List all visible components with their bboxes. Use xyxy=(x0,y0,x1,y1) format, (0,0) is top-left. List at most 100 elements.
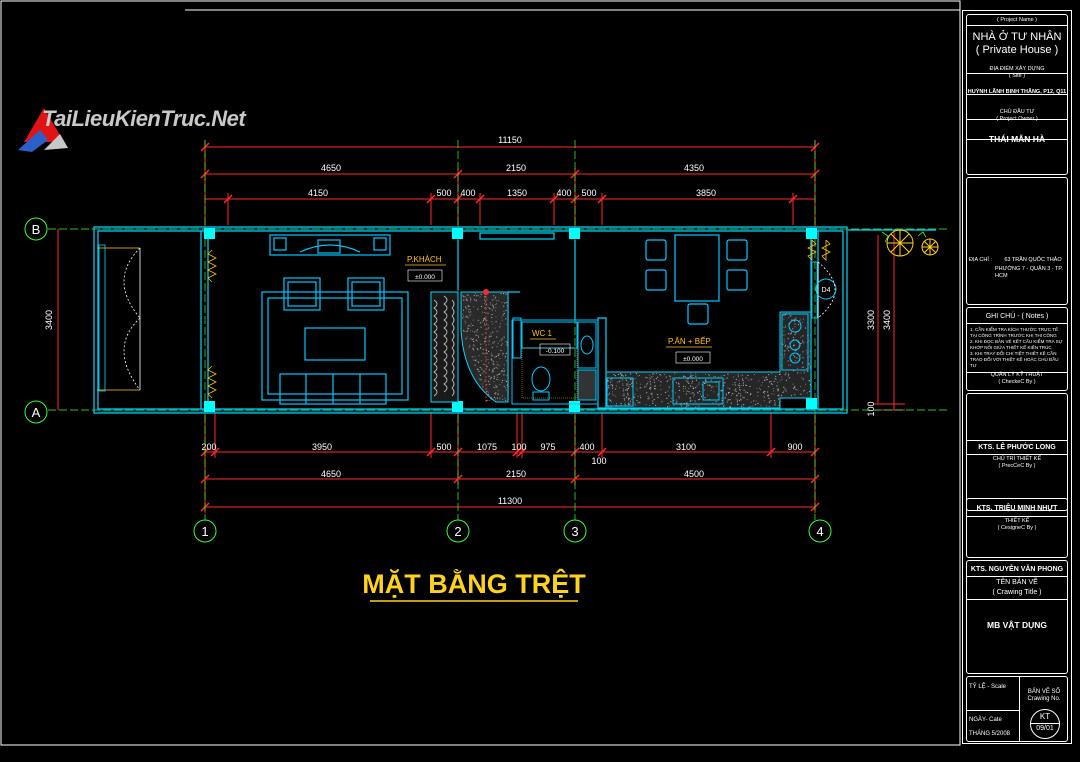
dim-top-r2-4: 1350 xyxy=(507,188,527,198)
address-value-2: PHƯỜNG 7 - QUẬN 3 - TP. HCM xyxy=(995,266,1063,279)
dim-bot-2: 3950 xyxy=(312,442,332,452)
stair-hatch xyxy=(430,291,459,403)
sheet-no: 09/01 xyxy=(1036,725,1054,732)
sheet-sub: Crawing No. xyxy=(1027,696,1061,702)
drawer-name: KTS. NGUYỄN VĂN PHONG xyxy=(970,566,1064,573)
dim-bot-1: 200 xyxy=(201,442,216,452)
dim-bot-9: 900 xyxy=(787,442,802,452)
gate-springs xyxy=(207,249,217,399)
column xyxy=(452,401,463,412)
level-wc: -0.100 xyxy=(546,348,565,355)
grid-label-a: A xyxy=(32,405,41,420)
sheet-code: KT xyxy=(1039,712,1051,721)
note-3: 3. KHI TRAY ĐỔI CHI TIẾT THIẾT KẾ CẦN TR… xyxy=(970,351,1059,368)
dim-bot-r2-3: 4500 xyxy=(684,469,704,479)
dim-top-total: 11150 xyxy=(498,135,522,145)
project-label: ( Project Name ) xyxy=(996,17,1038,23)
dim-top-r2-7: 3850 xyxy=(696,188,716,198)
dim-top-r2-1: 4150 xyxy=(308,188,328,198)
precheck-label: CHỦ TRÌ THIẾT KẾ xyxy=(992,456,1042,462)
title-block: ( Project Name ) NHÀ Ở TƯ NHÂN ( Private… xyxy=(962,10,1072,744)
watermark-logo-icon xyxy=(18,108,68,152)
dim-bot-6: 975 xyxy=(540,442,555,452)
column xyxy=(569,228,580,239)
dim-bot-7: 400 xyxy=(579,442,594,452)
door-tag xyxy=(815,278,837,300)
dim-right-small: 100 xyxy=(866,401,876,416)
dim-top-r2-2: 500 xyxy=(436,188,451,198)
address-label: ĐỊA CHỈ : xyxy=(969,257,992,263)
note-2: 2. KHI ĐỌC BẢN VẼ KẾT CẤU KIỂM TRA SỰ KH… xyxy=(970,339,1063,350)
grid-label-4: 4 xyxy=(816,524,823,539)
dim-bot-8: 3100 xyxy=(676,442,696,452)
dim-bot-total: 11300 xyxy=(498,496,522,506)
checked-label: QUẢN LÝ KỸ THUẬT xyxy=(990,372,1044,378)
back-door xyxy=(807,239,836,319)
date-label: NGÀY- Cate xyxy=(969,717,1002,723)
dim-left: 3400 xyxy=(44,310,54,330)
checked-name: KTS. LÊ PHƯỚC LONG xyxy=(978,444,1056,451)
grid-bubble-b xyxy=(24,217,48,241)
precheck-sub: ( PrecCeC By ) xyxy=(998,463,1036,469)
level-living: ±0.000 xyxy=(415,274,435,281)
bottom-dimension-labels: 200 3950 500 1075 100 975 400 3100 900 1… xyxy=(201,442,802,506)
address-box: ĐỊA CHỈ : 63 TRẦN QUỐC THẢO PHƯỜNG 7 - Q… xyxy=(966,177,1068,305)
plant-icon xyxy=(886,229,939,257)
dim-top-2: 2150 xyxy=(506,163,526,173)
column xyxy=(569,401,580,412)
grid-label-1: 1 xyxy=(201,524,208,539)
dim-right-b: 3400 xyxy=(882,310,892,330)
sheet-number-bubble: KT 09/01 xyxy=(1030,709,1060,739)
sheet-label: BẢN VẼ SỐ xyxy=(1027,689,1061,695)
curved-stair xyxy=(460,289,509,403)
dim-top-1: 4650 xyxy=(321,163,341,173)
column xyxy=(452,228,463,239)
address-value-1: 63 TRẦN QUỐC THẢO xyxy=(1004,257,1062,263)
column xyxy=(204,228,215,239)
drawing-title-sub: ( Crawing Title ) xyxy=(992,589,1042,596)
dim-bot-3: 500 xyxy=(436,442,451,452)
dim-bot-r2-1: 4650 xyxy=(321,469,341,479)
notes-label: GHI CHÚ - ( Notes ) xyxy=(985,313,1049,320)
drawing-title-label: TÊN BẢN VẼ xyxy=(996,579,1038,586)
kitchen-counter xyxy=(605,311,812,409)
living-furniture xyxy=(261,234,409,405)
dim-bot-5: 100 xyxy=(511,442,526,452)
sheet-frame xyxy=(0,0,961,746)
drawing-title: MẶT BẰNG TRỆT xyxy=(362,568,586,599)
column xyxy=(204,401,215,412)
staff-box: KTS. LÊ PHƯỚC LONG CHỦ TRÌ THIẾT KẾ ( Pr… xyxy=(966,393,1068,511)
grid-label-b: B xyxy=(32,222,41,237)
room-label-wc: WC 1 xyxy=(532,329,553,338)
dim-right-a: 3300 xyxy=(866,310,876,330)
dim-top-3: 4350 xyxy=(684,163,704,173)
grid-bubble-2 xyxy=(446,519,470,543)
scale-label: TỶ LỆ - Scale xyxy=(969,684,1007,690)
room-label-living: P.KHÁCH xyxy=(407,255,442,264)
front-gate xyxy=(97,244,141,392)
watermark: TaiLieuKienTruc.Net xyxy=(14,100,264,156)
grid-label-3: 3 xyxy=(571,524,578,539)
dining-furniture xyxy=(645,234,748,325)
wc-room xyxy=(511,317,599,405)
grid-bubble-3 xyxy=(563,519,587,543)
note-1: 1. CẦN KIỂM TRA KÍCH THƯỚC TRỰC TẾ TẠI C… xyxy=(970,327,1058,338)
project-name: NHÀ Ở TƯ NHÂN xyxy=(972,31,1062,43)
floor-plan-drawing: 11150 4650 2150 4350 4150 500 400 1350 4… xyxy=(0,0,961,746)
walls xyxy=(93,226,936,414)
project-sub: ( Private House ) xyxy=(975,44,1059,56)
top-dimensions xyxy=(204,140,816,232)
dim-bot-4: 1075 xyxy=(477,442,497,452)
room-labels: P.KHÁCH ±0.000 WC 1 -0.100 P.ĂN + BẾP ±0… xyxy=(405,255,712,364)
checked-sub: ( CheckeC By ) xyxy=(998,379,1036,385)
designer-box: KTS. TRIỆU MINH NHỰT THIẾT KẾ ( CesigneC… xyxy=(966,498,1068,558)
dim-top-r2-5: 400 xyxy=(556,188,571,198)
drawing-title-box: KTS. NGUYỄN VĂN PHONG TÊN BẢN VẼ ( Crawi… xyxy=(966,560,1068,674)
notes-box: GHI CHÚ - ( Notes ) 1. CẦN KIỂM TRA KÍCH… xyxy=(966,307,1068,391)
dim-top-r2-6: 500 xyxy=(581,188,596,198)
site-sub: ( Site ) xyxy=(1008,73,1026,79)
dim-bot-r2-2: 2150 xyxy=(506,469,526,479)
scale-box: TỶ LỆ - Scale NGÀY- Cate THÁNG 5/2008 BẢ… xyxy=(966,676,1068,742)
owner-label: CHỦ ĐẦU TƯ xyxy=(999,109,1035,115)
date-value: THÁNG 5/2008 xyxy=(969,731,1011,737)
